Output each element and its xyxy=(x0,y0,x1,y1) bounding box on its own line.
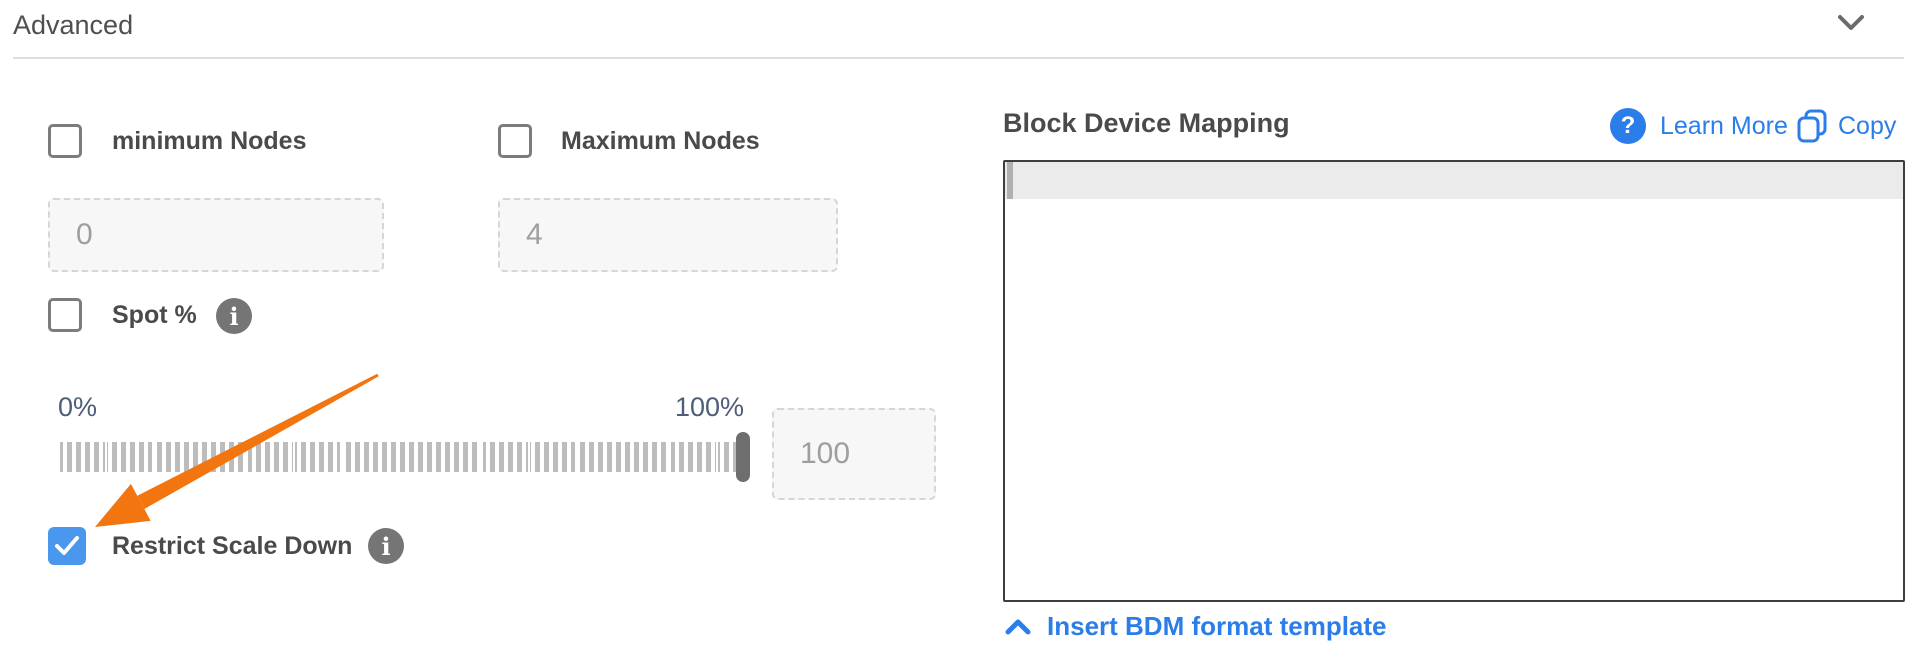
section-divider xyxy=(13,57,1904,59)
spot-percent-input[interactable] xyxy=(772,408,936,500)
restrict-scale-down-checkbox[interactable] xyxy=(48,527,86,565)
copy-label: Copy xyxy=(1838,111,1897,140)
checkmark-icon xyxy=(55,536,79,555)
learn-more-link[interactable]: ? Learn More xyxy=(1610,108,1788,144)
max-nodes-label: Maximum Nodes xyxy=(561,127,760,155)
section-title: Advanced xyxy=(13,10,134,40)
spot-info-icon[interactable]: i xyxy=(216,298,252,334)
chevron-up-icon xyxy=(1005,618,1031,636)
min-nodes-label: minimum Nodes xyxy=(112,127,307,155)
editor-active-line xyxy=(1005,162,1903,199)
spot-slider-track[interactable] xyxy=(58,442,738,472)
insert-template-link[interactable]: Insert BDM format template xyxy=(1005,611,1387,642)
copy-icon xyxy=(1797,109,1827,143)
spot-percent-checkbox[interactable] xyxy=(48,298,82,332)
help-icon: ? xyxy=(1610,108,1646,144)
chevron-down-icon[interactable] xyxy=(1837,14,1865,37)
slider-max-label: 100% xyxy=(674,392,744,422)
max-nodes-input[interactable] xyxy=(498,198,838,272)
spot-slider-handle[interactable] xyxy=(736,432,750,482)
editor-cursor xyxy=(1007,162,1013,199)
slider-min-label: 0% xyxy=(58,392,98,422)
insert-template-label: Insert BDM format template xyxy=(1047,611,1387,641)
learn-more-label: Learn More xyxy=(1660,111,1788,140)
restrict-info-icon[interactable]: i xyxy=(368,528,404,564)
restrict-scale-down-label: Restrict Scale Down xyxy=(112,532,353,560)
min-nodes-checkbox[interactable] xyxy=(48,124,82,158)
bdm-editor[interactable] xyxy=(1003,160,1905,602)
bdm-title: Block Device Mapping xyxy=(1003,108,1290,138)
copy-button[interactable]: Copy xyxy=(1796,108,1896,144)
spot-percent-label: Spot % xyxy=(112,301,197,329)
min-nodes-input[interactable] xyxy=(48,198,384,272)
max-nodes-checkbox[interactable] xyxy=(498,124,532,158)
